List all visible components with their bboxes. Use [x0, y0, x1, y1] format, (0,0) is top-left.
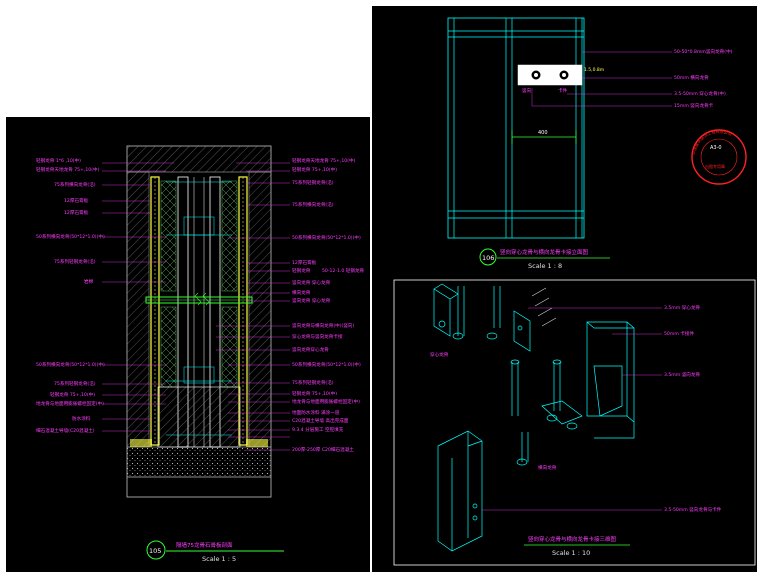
elevation-drawing: 400 1.5,0.8m 竖向 卡件 50-50*0.8mm竖向龙骨(中) 50… [447, 17, 733, 270]
label-right-2: 75系列轻钢龙骨(沿) [292, 179, 334, 186]
label-left-9: 75系列轻钢龙骨(沿) [54, 380, 96, 387]
iso-title: 竖向穿心龙骨与横向龙骨卡接三维图 [528, 535, 617, 543]
insulation-lower-right [221, 306, 238, 388]
elevation-label-b: 卡件 [558, 87, 568, 94]
label-right-18: 地面防水涂料 满涂一道 [292, 409, 340, 416]
detail-drawings-panel: 400 1.5,0.8m 竖向 卡件 50-50*0.8mm竖向龙骨(中) 50… [372, 6, 757, 572]
iso-label-3: 3.5-50mm 竖向龙骨与卡件 [664, 506, 722, 513]
left-wall [126, 171, 150, 448]
floor-slab [126, 446, 272, 478]
seal-code: A3-0 [710, 145, 722, 151]
section-drawing: 轻钢龙骨 1*6 ,10(中) 轻钢龙骨天地龙骨 75+,10(中) 75系列横… [36, 145, 365, 563]
iso-leaders [482, 307, 662, 511]
labels-right: 轻钢龙骨天地龙骨 75+,10(中) 轻钢龙骨 75+,10(中) 75系列轻钢… [292, 157, 365, 453]
label-right-1: 轻钢龙骨 75+,10(中) [292, 166, 337, 173]
elevation-label-2: 3.5-50mm 穿心龙骨(中) [674, 90, 726, 97]
label-right-9: 横向龙骨 [292, 289, 311, 296]
label-right-4: 50系列横向龙骨(50*12*1.0)(中) [292, 234, 361, 241]
elevation-label-a: 竖向 [522, 87, 532, 94]
base-concrete [157, 386, 241, 448]
svg-text:中国建筑装饰工程有限公司: 中国建筑装饰工程有限公司 [690, 128, 733, 155]
label-right-0: 轻钢龙骨天地龙骨 75+,10(中) [292, 157, 356, 164]
iso-label-b: 横向龙骨 [538, 464, 557, 471]
label-right-6: 轻钢龙骨 [292, 267, 311, 274]
seal-inner-text: 出图专用章 [705, 163, 725, 169]
iso-scale: Scale 1 : 10 [552, 549, 590, 557]
insulation-lower-left [160, 306, 177, 388]
iso-label-2: 3.5mm 竖向龙骨 [664, 371, 700, 378]
label-right-11: 竖向龙骨与横向龙骨(中)(竖向) [292, 322, 355, 329]
drawing-number-circle [146, 540, 166, 560]
ceiling-slab [126, 145, 272, 173]
label-left-2: 75系列横向龙骨(沿) [54, 181, 96, 188]
label-right-17: 地龙骨与地面用膨胀螺栓固定(中) [292, 398, 360, 405]
seal-stamp: 中国建筑装饰工程有限公司 A3-0 出图专用章 [690, 128, 747, 185]
seal-outer-text: 中国建筑装饰工程有限公司 [690, 128, 733, 155]
label-right-7: 50-12-1.0 轻钢龙骨 [322, 267, 365, 274]
label-right-13: 竖向龙骨穿心龙骨 [292, 346, 329, 353]
label-right-21: 200厚-250厚 C20细石混凝土 [292, 446, 354, 453]
detail-drawings: 400 1.5,0.8m 竖向 卡件 50-50*0.8mm竖向龙骨(中) 50… [393, 17, 756, 566]
label-right-3: 75系列横向龙骨(沿) [292, 201, 334, 208]
iso-label-1: 50mm 卡接件 [664, 330, 694, 337]
label-left-6: 75系列轻钢龙骨(沿) [54, 258, 96, 265]
elevation-number: 106 [482, 254, 494, 262]
floor-finish-left [130, 439, 152, 447]
labels-left: 轻钢龙骨 1*6 ,10(中) 轻钢龙骨天地龙骨 75+,10(中) 75系列横… [36, 157, 105, 434]
label-left-1: 轻钢龙骨天地龙骨 75+,10(中) [36, 166, 100, 173]
drawing-number: 105 [149, 547, 161, 555]
label-right-14: 50系列横向龙骨(50*12*1.0)(中) [292, 361, 361, 368]
elevation-title: 竖向穿心龙骨与横向龙骨卡接立面图 [500, 248, 589, 256]
drawing-title: 隔墙75龙骨石膏板剖面 [176, 541, 233, 549]
elevation-dimension: 400 [538, 130, 548, 136]
leaders-left [102, 162, 174, 432]
label-left-3: 12厚石膏板 [64, 197, 89, 204]
label-left-12: 防水涂料 [72, 415, 91, 422]
iso-label-0: 3.5mm 穿心龙骨 [664, 304, 700, 311]
label-right-16: 轻钢龙骨 75+,10(中) [292, 390, 337, 397]
label-right-10: 竖向龙骨 穿心龙骨 [292, 297, 331, 304]
label-right-15: 75系列轻钢龙骨(沿) [292, 379, 334, 386]
label-right-8: 竖向龙骨 穿心龙骨 [292, 279, 331, 286]
label-left-5: 50系列横向龙骨(50*12*1.0)(中) [36, 233, 105, 240]
label-left-0: 轻钢龙骨 1*6 ,10(中) [36, 157, 81, 164]
label-right-20: 9.3.4 分层施工 空腔填充 [292, 426, 344, 433]
insulation-upper-left [160, 180, 177, 292]
label-left-11: 地龙骨与地面用膨胀螺栓固定(中) [36, 400, 104, 407]
label-left-13: 细石混凝土导墙(C20混凝土) [36, 427, 95, 434]
drawing-scale: Scale 1 : 5 [202, 555, 236, 563]
section-drawing-panel: 轻钢龙骨 1*6 ,10(中) 轻钢龙骨天地龙骨 75+,10(中) 75系列横… [6, 117, 370, 572]
elevation-label-0: 50-50*0.8mm竖向龙骨(中) [674, 48, 733, 55]
leaders-right [216, 162, 290, 451]
label-left-7: 岩棉 [84, 278, 94, 285]
elevation-label-1: 50mm 横向龙骨 [674, 74, 709, 81]
iso-drawing [433, 283, 635, 552]
iso-frame [393, 279, 756, 566]
elevation-label-3: 15mm 竖向龙骨卡 [674, 102, 714, 109]
label-right-5: 12厚石膏板 [292, 259, 317, 266]
label-left-10: 轻钢龙骨 75+,10(中) [50, 391, 95, 398]
label-left-8: 50系列横向龙骨(50*12*1.0)(中) [36, 361, 105, 368]
elevation-scale: Scale 1 : 8 [528, 262, 562, 270]
right-wall [248, 171, 272, 448]
label-right-12: 穿心龙骨与竖向龙骨卡接 [292, 333, 343, 340]
iso-label-a: 穿心龙骨 [430, 351, 449, 358]
label-left-4: 12厚石膏板 [64, 209, 89, 216]
insulation-upper-right [221, 180, 238, 292]
floor-finish-right [246, 439, 268, 447]
elevation-tag: 1.5,0.8m [584, 67, 604, 73]
label-right-19: C20混凝土导墙 高出完成面 [292, 417, 349, 424]
floor-base [126, 476, 272, 498]
